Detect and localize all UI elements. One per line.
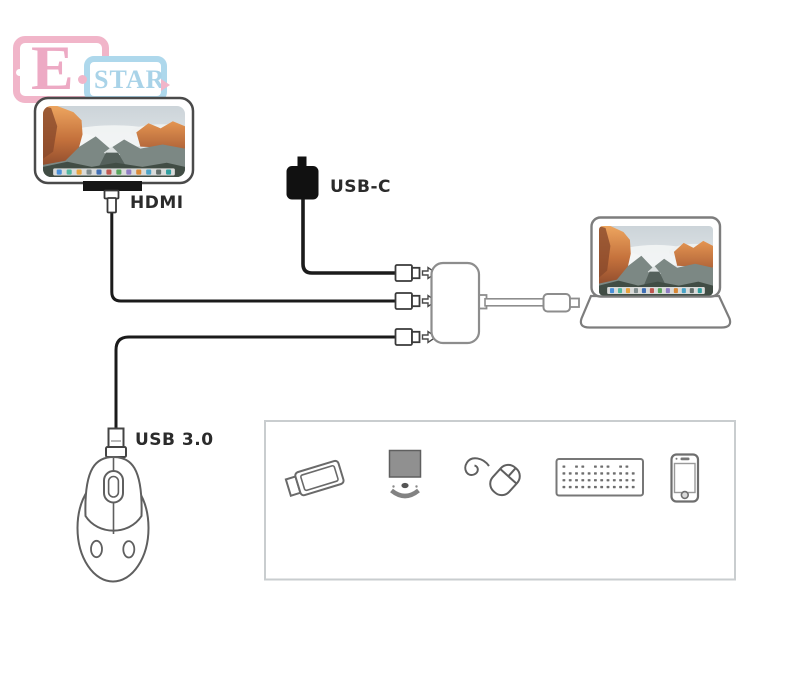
usb-3-label: USB 3.0 [135,430,214,450]
usb-mouse [76,455,150,583]
wired-mouse-icon [464,457,521,497]
watermark-tablet-camera-dot [16,69,23,76]
display-stand [83,181,142,191]
hdmi-plug-icon [103,189,120,214]
adapter-prong [297,156,307,169]
usb-flash-drive-icon [284,459,345,497]
watermark-word: STAR [94,65,166,94]
usb-c-hub [430,261,580,345]
hub-body [430,261,481,345]
peripherals-box [264,420,736,581]
hub-usb-c-plug [542,293,571,313]
watermark-arrow-icon [161,79,170,91]
port-plug-top [394,264,421,282]
display-screen-wallpaper [43,106,185,177]
hub-usb-c-plug-tip [569,297,580,308]
usb-a-plug-icon [105,427,127,458]
peripherals-box-border [264,420,736,581]
laptop [579,216,732,329]
laptop-base [579,294,732,329]
cables [110,199,395,429]
usb-3-cable [114,335,395,429]
usb-c-power-adapter [286,156,319,200]
watermark-dot [78,75,87,84]
keyboard-icon [555,458,644,497]
mouse-foot-left [90,539,103,559]
hdmi-cable [110,212,395,303]
usb-c-power-cable [301,199,395,275]
usb-c-label: USB-C [330,177,392,197]
adapter-body [286,166,319,200]
external-display [33,96,195,214]
mouse-foot-right [122,540,136,559]
mouse-cable [464,457,490,476]
port-plug-middle [394,292,421,310]
hub-port-connectors [394,264,438,346]
hub-host-cable [484,297,545,307]
watermark-letter: E [31,32,74,103]
laptop-screen-wallpaper [599,226,713,296]
optical-drive-icon [388,449,422,499]
port-plug-bottom [394,328,421,346]
hdmi-label: HDMI [130,193,184,213]
smartphone-icon [670,453,700,503]
